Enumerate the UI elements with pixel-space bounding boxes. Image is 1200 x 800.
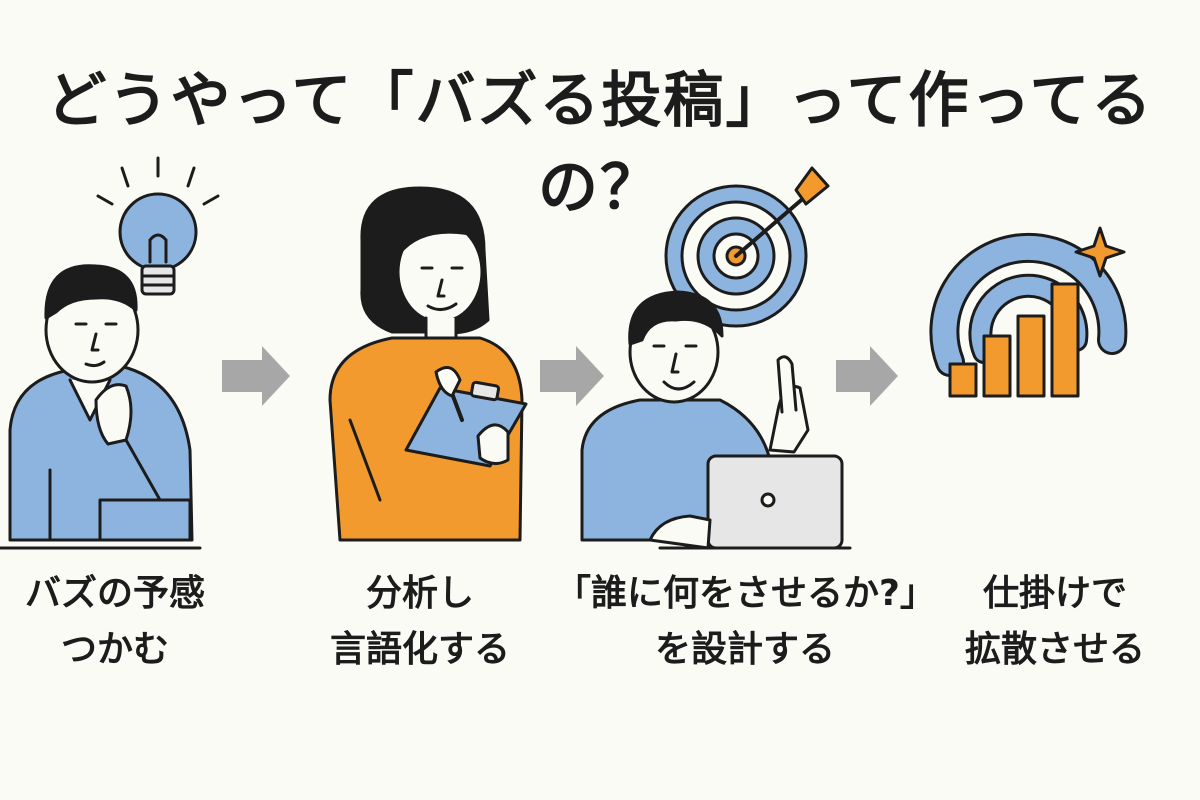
step-3-line1: 「誰に何をさせるか?」 [555, 573, 936, 614]
step-2-caption: 分析し 言語化する [300, 566, 540, 678]
arrow-right-icon [222, 346, 290, 406]
thinking-man [8, 264, 194, 542]
step-4-caption: 仕掛けで 拡散させる [940, 566, 1170, 678]
arrow-right-icon [836, 346, 898, 406]
step-1-line2: つかむ [60, 629, 169, 670]
step-2-line1: 分析し [365, 573, 474, 614]
arrow-right-icon [540, 346, 604, 406]
man-with-laptop [580, 290, 844, 550]
step-1-line1: バズの予感 [24, 573, 205, 614]
step-3-line2: を設計する [654, 629, 835, 670]
step-2-line2: 言語化する [329, 629, 510, 670]
page-title: どうやって「バズる投稿」って作ってるの？ [46, 66, 1154, 223]
clipboard-icon [404, 366, 528, 468]
step-4-line1: 仕掛けで [982, 573, 1127, 614]
step-4-line2: 拡散させる [964, 629, 1145, 670]
step-1-caption: バズの予感 つかむ [0, 566, 230, 678]
growth-chart-icon [929, 226, 1128, 398]
lightbulb-icon [96, 156, 220, 296]
woman-with-clipboard [328, 186, 524, 542]
target-icon [664, 166, 830, 328]
step-3-caption: 「誰に何をさせるか?」 を設計する [555, 566, 936, 678]
